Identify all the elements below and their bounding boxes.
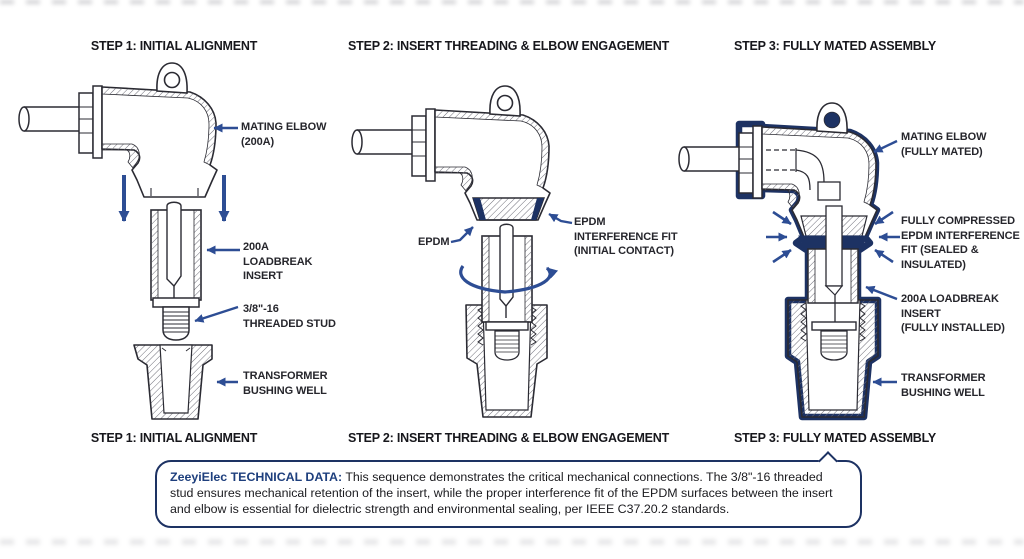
rotation-arrow	[459, 265, 559, 294]
step1-caption: STEP 1: INITIAL ALIGNMENT	[90, 431, 258, 445]
step3-drawing	[678, 102, 900, 421]
step1-drawing	[18, 62, 240, 420]
technical-note-box: ZeeyiElec TECHNICAL DATA: This sequence …	[155, 451, 862, 528]
step1-title: STEP 1: INITIAL ALIGNMENT	[90, 39, 258, 53]
label-epdm: EPDM	[418, 236, 450, 248]
mating-elbow-drawing	[18, 62, 218, 198]
step2-caption: STEP 2: INSERT THREADING & ELBOW ENGAGEM…	[348, 431, 670, 445]
step2-drawing	[351, 85, 573, 418]
step3-title: STEP 3: FULLY MATED ASSEMBLY	[733, 39, 937, 53]
loadbreak-insert-drawing	[150, 201, 202, 308]
note-body: This sequence demonstrates the critical …	[170, 470, 833, 516]
internal-conductor	[766, 148, 841, 201]
label-mating-elbow-mated: MATING ELBOW(FULLY MATED)	[901, 131, 987, 158]
alignment-down-arrows	[118, 175, 230, 222]
step3-label-arrows	[865, 139, 898, 387]
pulling-eye-icon	[824, 112, 840, 128]
compression-arrows	[766, 210, 900, 264]
epdm-wedge	[472, 197, 545, 221]
step2-title: STEP 2: INSERT THREADING & ELBOW ENGAGEM…	[348, 39, 670, 53]
label-mating-elbow: MATING ELBOW(200A)	[241, 121, 327, 148]
step1-label-arrows	[194, 123, 240, 387]
threaded-stud-drawing	[162, 306, 190, 341]
loadbreak-insert-drawing	[807, 205, 859, 361]
loadbreak-insert-drawing	[481, 223, 533, 361]
bushing-well-drawing	[133, 344, 213, 420]
step3-caption: STEP 3: FULLY MATED ASSEMBLY	[733, 431, 937, 445]
technical-note-text: ZeeyiElec TECHNICAL DATA: This sequence …	[157, 462, 860, 517]
step2-label-arrows	[450, 212, 573, 244]
brand-label: ZeeyiElec TECHNICAL DATA:	[170, 470, 343, 484]
